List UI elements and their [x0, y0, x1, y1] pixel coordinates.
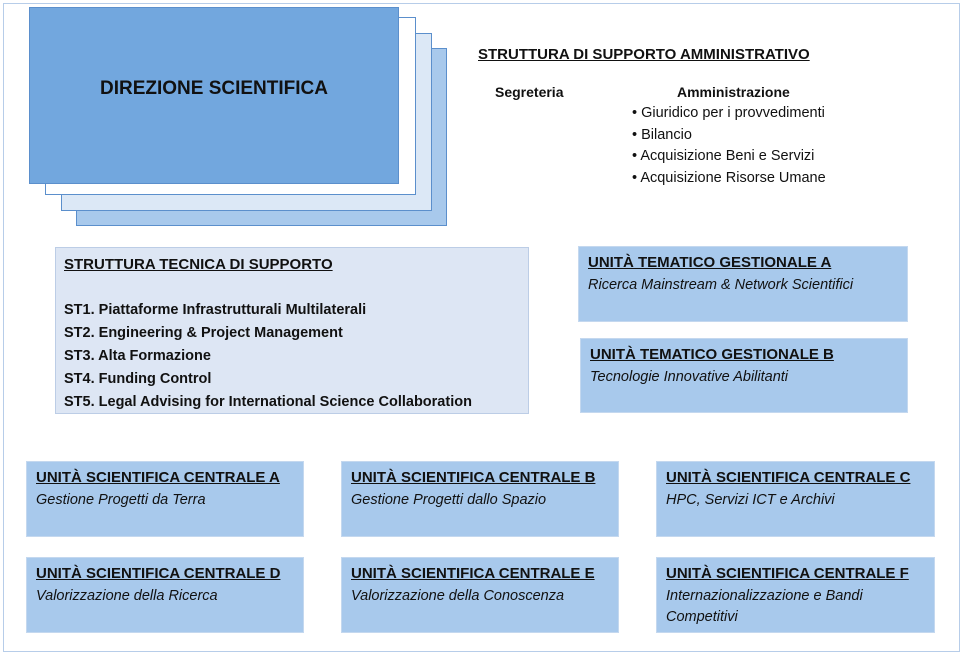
admin-title: STRUTTURA DI SUPPORTO AMMINISTRATIVO [478, 46, 810, 63]
centrale-a-box: UNITÀ SCIENTIFICA CENTRALE A Gestione Pro… [26, 461, 304, 537]
amministrazione-label: Amministrazione [677, 84, 790, 100]
tecnica-item: ST1. Piattaforme Infrastrutturali Multil… [64, 302, 367, 318]
centrale-d-box: UNITÀ SCIENTIFICA CENTRALE D Valorizzazio… [26, 557, 304, 633]
tecnica-item: ST2. Engineering & Project Management [64, 325, 343, 341]
direzione-scientifica-box: DIREZIONE SCIENTIFICA [29, 7, 399, 184]
tecnica-title: STRUTTURA TECNICA DI SUPPORTO [64, 256, 333, 273]
unit-subtitle: Gestione Progetti da Terra [36, 492, 206, 508]
unit-title: UNITÀ SCIENTIFICA CENTRALE D [36, 565, 281, 582]
unit-title: UNITÀ SCIENTIFICA CENTRALE B [351, 469, 596, 486]
centrale-e-box: UNITÀ SCIENTIFICA CENTRALE E Valorizzazio… [341, 557, 619, 633]
segreteria-label: Segreteria [495, 84, 564, 100]
tecnica-item: ST3. Alta Formazione [64, 348, 211, 364]
centrale-f-box: UNITÀ SCIENTIFICA CENTRALE F Internaziona… [656, 557, 935, 633]
direzione-title: DIREZIONE SCIENTIFICA [99, 77, 328, 99]
admin-item: Bilancio [632, 125, 826, 147]
centrale-c-box: UNITÀ SCIENTIFICA CENTRALE C HPC, Servizi… [656, 461, 935, 537]
tematico-b-box: UNITÀ TEMATICO GESTIONALE B Tecnologie I… [580, 338, 908, 413]
unit-title: UNITÀ SCIENTIFICA CENTRALE C [666, 469, 911, 486]
admin-list: Giuridico per i provvedimenti Bilancio A… [632, 103, 826, 190]
admin-item: Acquisizione Risorse Umane [632, 168, 825, 190]
tematico-a-box: UNITÀ TEMATICO GESTIONALE A Ricerca Main… [578, 246, 908, 322]
tecnica-item: ST4. Funding Control [64, 371, 212, 387]
unit-subtitle: HPC, Servizi ICT e Archivi [666, 492, 835, 508]
diagram-frame [3, 3, 960, 652]
unit-subtitle: Gestione Progetti dallo Spazio [351, 492, 547, 508]
unit-subtitle: Valorizzazione della Ricerca [36, 588, 218, 604]
unit-title: UNITÀ SCIENTIFICA CENTRALE E [351, 565, 595, 582]
unit-subtitle: Valorizzazione della Conoscenza [351, 588, 565, 604]
struttura-tecnica-box: STRUTTURA TECNICA DI SUPPORTO ST1. Piatt… [55, 247, 529, 414]
admin-item: Giuridico per i provvedimenti [632, 103, 826, 125]
admin-item: Acquisizione Beni e Servizi [632, 146, 826, 168]
centrale-b-box: UNITÀ SCIENTIFICA CENTRALE B Gestione Pro… [341, 461, 619, 537]
unit-title: UNITÀ TEMATICO GESTIONALE B [590, 346, 834, 363]
unit-subtitle: Tecnologie Innovative Abilitanti [590, 369, 789, 385]
unit-title: UNITÀ SCIENTIFICA CENTRALE A [36, 469, 280, 486]
unit-subtitle: Internazionalizzazione e Bandi Competiti… [666, 588, 863, 625]
unit-subtitle: Ricerca Mainstream & Network Scientifici [588, 277, 854, 293]
unit-title: UNITÀ SCIENTIFICA CENTRALE F [666, 565, 909, 582]
unit-title: UNITÀ TEMATICO GESTIONALE A [588, 254, 832, 271]
tecnica-item: ST5. Legal Advising for International Sc… [64, 394, 472, 410]
